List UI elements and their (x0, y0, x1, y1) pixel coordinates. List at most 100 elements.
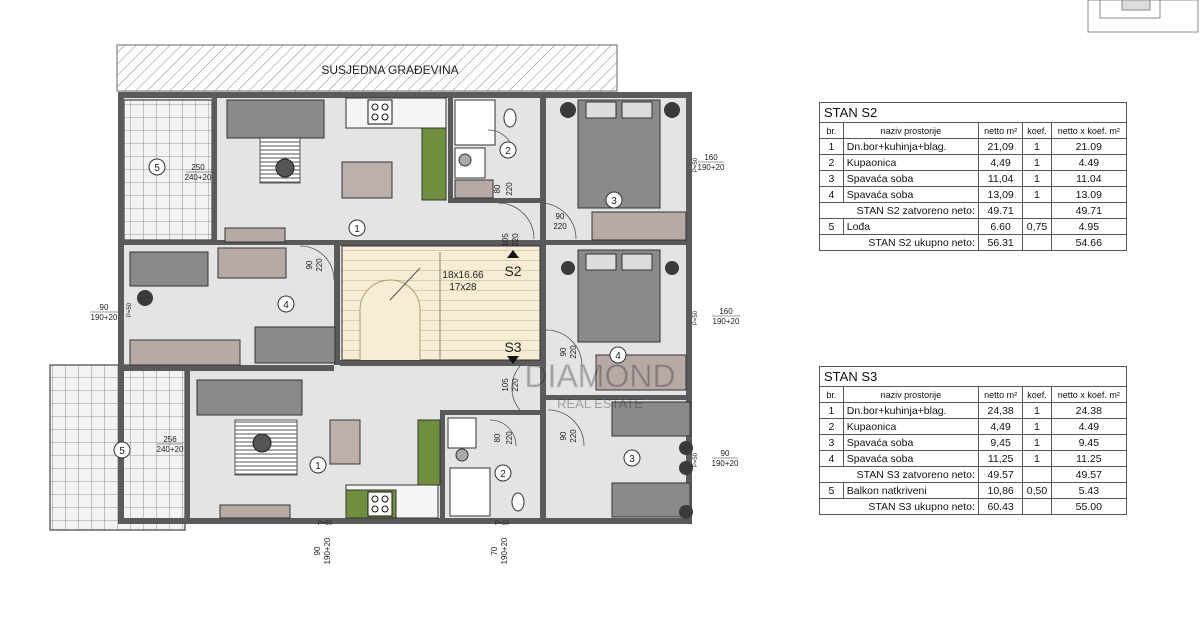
room-number: 1 (354, 224, 360, 235)
door-width: 90 (556, 212, 565, 221)
total-netto: 60.43 (977, 498, 1024, 515)
opening-dimensions: 250 240+20 256 240+20 160 190+20 160 190… (90, 153, 740, 564)
cell-number: 1 (819, 138, 844, 155)
cell-netto: 24,38 (977, 402, 1024, 419)
unit-s3-marker: S3 (504, 339, 521, 355)
table-title: STAN S3 (819, 366, 1127, 387)
beds (129, 99, 691, 518)
closed-netto: 49.57 (977, 466, 1024, 483)
room-number: 3 (629, 454, 635, 465)
grand-total-row: STAN S2 ukupno neto: 56.31 54.66 (819, 234, 1128, 251)
cell-room: Spavaća soba (842, 434, 979, 451)
table-title: STAN S2 (819, 102, 1127, 123)
opening-width: 70 (490, 546, 499, 555)
door-width: 105 (501, 378, 510, 392)
table-row: 3 Spavaća soba 11,04 1 11.04 (819, 170, 1128, 187)
door-swings (299, 129, 585, 447)
cell-koef: 1 (1022, 402, 1052, 419)
total-label: STAN S3 ukupno neto: (819, 498, 979, 515)
col-header: netto m² (977, 122, 1024, 139)
cell-number: 4 (819, 450, 844, 467)
room-number: 4 (283, 300, 289, 311)
cell-koef: 1 (1022, 138, 1052, 155)
table-row: 1 Dn.bor+kuhinja+blag. 24,38 1 24.38 (819, 402, 1128, 419)
closed-label: STAN S3 zatvoreno neto: (819, 466, 979, 483)
opening-width: 256 (163, 435, 177, 444)
cell-total: 4.49 (1050, 418, 1128, 435)
unit-s2-marker: S2 (504, 263, 521, 279)
dining-tables (329, 161, 393, 465)
sill-height: P=50 (693, 452, 699, 467)
opening-height: 240+20 (157, 445, 184, 454)
cell-room: Kupaonica (842, 418, 979, 435)
cell-koef: 1 (1022, 418, 1052, 435)
door-height: 220 (569, 345, 578, 359)
opening-height: 190+20 (712, 459, 739, 468)
room-number: 3 (611, 196, 617, 207)
table-row: 4 Spavaća soba 13,09 1 13.09 (819, 186, 1128, 203)
cell-room: Spavaća soba (842, 170, 979, 187)
sill-height: P=50 (318, 521, 333, 527)
cell-netto: 11,04 (977, 170, 1024, 187)
total-label: STAN S2 ukupno neto: (819, 234, 979, 251)
cell-koef: 1 (1022, 170, 1052, 187)
door-width: 90 (305, 260, 314, 269)
stair-dimension-2: 17x28 (449, 282, 477, 293)
col-header: netto x koef. m² (1050, 386, 1128, 403)
total-total: 55.00 (1050, 498, 1128, 515)
watermark: DIAMOND REAL ESTATE (524, 358, 676, 411)
cell-netto: 4,49 (977, 154, 1024, 171)
col-header: br. (819, 386, 844, 403)
cell-koef: 1 (1022, 186, 1052, 203)
cell-number: 4 (819, 186, 844, 203)
col-header: naziv prostorije (842, 386, 979, 403)
sill-height: P=50 (693, 157, 699, 172)
door-height: 220 (511, 233, 520, 247)
columns (137, 102, 693, 519)
cell-koef: 0,75 (1022, 218, 1052, 235)
opening-height: 190+20 (323, 537, 332, 564)
closed-total: 49.71 (1050, 202, 1128, 219)
neighbour-building: SUSJEDNA GRAĐEVINA (116, 44, 618, 92)
col-header: netto m² (977, 386, 1024, 403)
opening-width: 160 (719, 307, 733, 316)
living-furniture (196, 99, 325, 519)
neighbour-label: SUSJEDNA GRAĐEVINA (321, 63, 458, 77)
sheet-corner (1087, 0, 1199, 33)
closed-total-row: STAN S2 zatvoreno neto: 49.71 49.71 (819, 202, 1128, 219)
col-header: koef. (1022, 122, 1052, 139)
table-row: 5 Lođa 6.60 0,75 4.95 (819, 218, 1128, 235)
grand-total-row: STAN S3 ukupno neto: 60.43 55.00 (819, 498, 1128, 515)
cell-total: 4.49 (1050, 154, 1128, 171)
cell-number: 5 (819, 482, 844, 499)
cell-room: Spavaća soba (842, 450, 979, 467)
svg-text:REAL ESTATE: REAL ESTATE (557, 396, 643, 411)
door-width: 90 (559, 431, 568, 440)
area-table-s3: STAN S3 br. naziv prostorije netto m² ko… (819, 366, 1128, 515)
svg-text:DIAMOND: DIAMOND (524, 358, 675, 394)
door-height: 220 (505, 431, 514, 445)
cell-netto: 11,25 (977, 450, 1024, 467)
opening-width: 90 (313, 546, 322, 555)
door-height: 220 (511, 378, 520, 392)
door-height: 220 (569, 429, 578, 443)
wardrobes (129, 179, 687, 391)
cell-total: 11.04 (1050, 170, 1128, 187)
total-netto: 56.31 (977, 234, 1024, 251)
cell-total: 24.38 (1050, 402, 1128, 419)
cell-room: Lođa (842, 218, 979, 235)
cell-room: Spavaća soba (842, 186, 979, 203)
cell-netto: 4,49 (977, 418, 1024, 435)
opening-width: 250 (191, 163, 205, 172)
door-height: 220 (315, 258, 324, 272)
closed-total-row: STAN S3 zatvoreno neto: 49.57 49.57 (819, 466, 1128, 483)
door-height: 220 (553, 222, 567, 231)
door-width: 80 (493, 433, 502, 442)
table-row: 3 Spavaća soba 9,45 1 9.45 (819, 434, 1128, 451)
cell-netto: 21,09 (977, 138, 1024, 155)
opening-width: 160 (704, 153, 718, 162)
room-number: 1 (315, 461, 321, 472)
table-row: 2 Kupaonica 4,49 1 4.49 (819, 154, 1128, 171)
cell-koef: 1 (1022, 154, 1052, 171)
door-height: 220 (505, 182, 514, 196)
